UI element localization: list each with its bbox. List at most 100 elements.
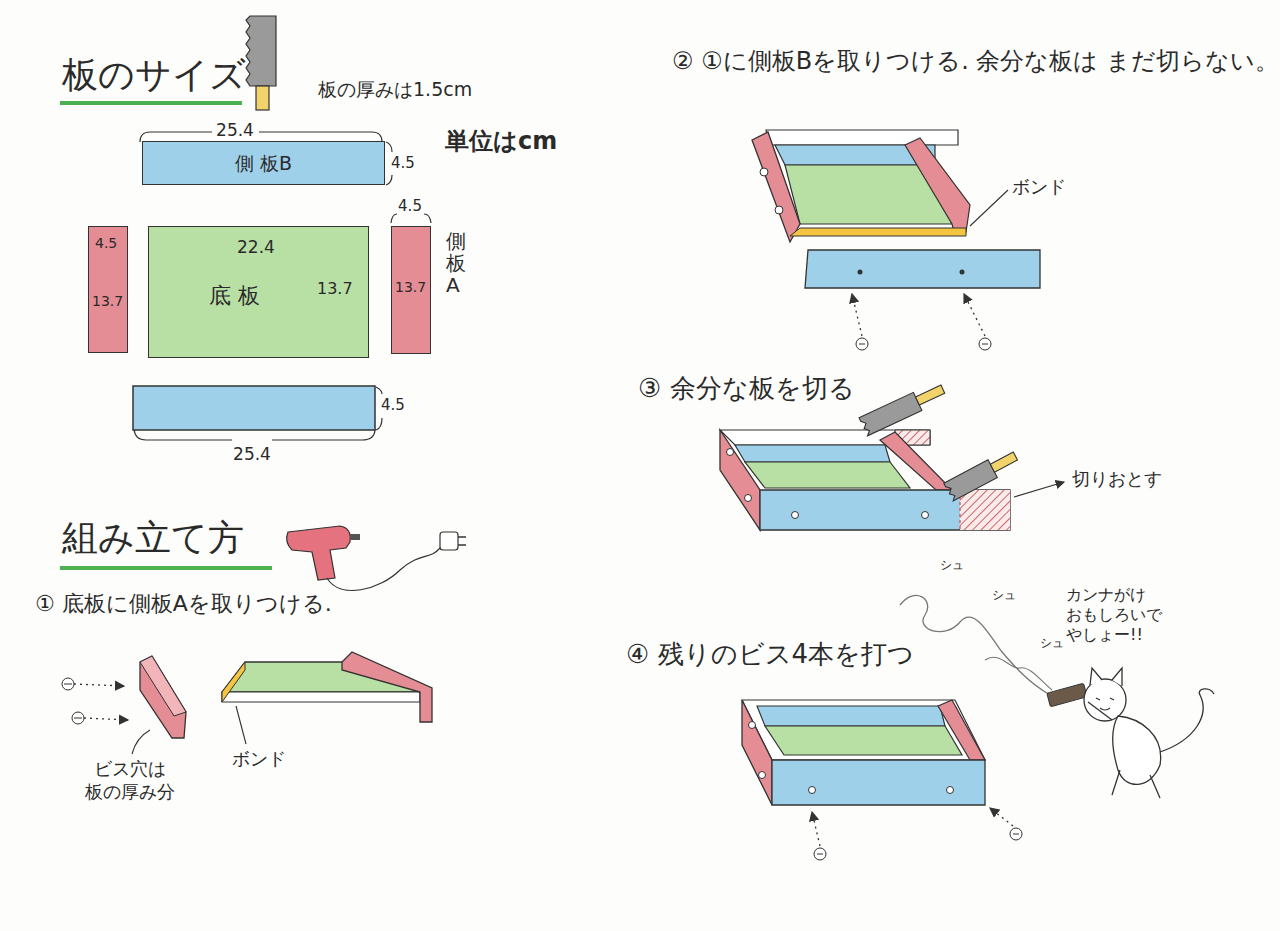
sketch-circle	[72, 712, 84, 724]
sketch-path	[287, 526, 351, 580]
sketch-rect	[133, 386, 375, 430]
sketch-circle	[1010, 828, 1022, 840]
speech-text: カンナがけ おもしろいで やしょー!!	[1066, 585, 1216, 645]
sketch-path	[745, 462, 910, 488]
sketch-path	[1090, 668, 1122, 686]
sketch-path	[859, 392, 922, 435]
sketch-path	[236, 706, 246, 744]
sketch-circle	[960, 270, 965, 275]
board-b: 側 板B	[142, 141, 385, 185]
sketch-path	[140, 656, 186, 738]
dimension: 25.4	[233, 444, 271, 465]
note: ビス穴は 板の厚み分	[55, 758, 205, 803]
sketch-circle	[759, 772, 766, 779]
sketch-circle	[727, 449, 734, 456]
sketch-rect	[1047, 683, 1087, 706]
sketch-line	[982, 344, 988, 345]
sketch-path	[742, 700, 772, 805]
sketch-line	[970, 190, 1008, 226]
sketch-circle	[814, 848, 826, 860]
sketch-line	[458, 536, 466, 538]
sketch-circle	[947, 787, 954, 794]
sketch-path	[766, 130, 958, 145]
sketch-rect	[350, 534, 360, 540]
board-name: 側 板B	[235, 152, 292, 175]
sketch-circle	[922, 512, 929, 519]
sketch-circle	[856, 338, 868, 350]
sketch-rect	[916, 385, 945, 405]
sketch-path	[391, 214, 431, 223]
dimension: 4.5	[398, 197, 422, 216]
sketch-path	[222, 662, 245, 702]
sketch-g	[287, 526, 466, 590]
sketch-path	[960, 490, 1010, 530]
dimension: 13.7	[395, 279, 426, 296]
sketch-line	[859, 344, 865, 345]
sketch-rect	[256, 86, 269, 110]
dimension: 4.5	[95, 235, 117, 252]
sketch-path	[900, 595, 1050, 695]
sketch-g	[752, 130, 1040, 350]
sketch-line	[84, 718, 128, 720]
dimension: 底 板	[209, 283, 260, 309]
sketch-g	[900, 595, 1214, 798]
sketch-g	[246, 16, 276, 110]
sketch-line	[64, 684, 72, 685]
dimension: 13.7	[92, 293, 123, 310]
sketch-path	[905, 138, 970, 232]
sketch-line	[1014, 482, 1064, 497]
sketch-circle	[979, 338, 991, 350]
dimension: 13.7	[317, 279, 353, 298]
callout: ボンド	[232, 748, 286, 771]
sketch-path	[720, 430, 760, 530]
callout: ボンド	[1012, 176, 1066, 199]
base-board: 22.4 底 板 13.7	[148, 226, 369, 358]
sketch-circle	[792, 512, 799, 519]
sketch-line	[812, 812, 820, 846]
board-a: 13.7	[391, 226, 431, 354]
sketch-path	[760, 490, 1010, 530]
sketch-g	[944, 448, 1020, 501]
sketch-g	[62, 652, 432, 754]
sketch-circle	[749, 722, 756, 729]
dimension: 25.4	[216, 120, 254, 141]
sketch-path	[132, 730, 150, 754]
sketch-path	[140, 656, 186, 716]
sketch-path	[805, 250, 1040, 288]
dimension: 22.4	[237, 237, 275, 257]
sketch-rect	[440, 532, 458, 550]
sketch-g	[859, 381, 947, 436]
sketch-rect	[990, 452, 1017, 472]
board-a: 4.5 13.7	[88, 226, 128, 353]
sketch-path	[1113, 716, 1161, 784]
dimension: 4.5	[391, 154, 415, 173]
sketch-circle	[62, 678, 74, 690]
page-title: 板のサイズ	[62, 52, 246, 97]
sketch-circle	[775, 206, 783, 214]
part-name: 側板A	[446, 230, 466, 296]
step-text: ④ 残りのビス4本を打つ	[626, 638, 914, 671]
dimension: 4.5	[381, 396, 405, 415]
sketch-path	[757, 706, 945, 726]
sketch-path	[246, 16, 276, 86]
section-heading: 組み立て方	[62, 515, 244, 560]
sketch-path	[880, 432, 952, 490]
sketch-line	[74, 718, 82, 719]
sketch-path	[327, 548, 440, 590]
sketch-path	[1096, 698, 1114, 710]
note: 板の厚みは1.5cm	[318, 78, 472, 102]
sketch-path	[765, 726, 962, 755]
sketch-line	[990, 808, 1013, 826]
step-text: ① 底板に側板Aを取りつける.	[35, 590, 332, 618]
sketch-path	[1088, 702, 1160, 798]
sketch-line	[74, 684, 124, 686]
sketch-path	[222, 692, 420, 702]
sketch-path	[742, 700, 985, 760]
sketch-path	[790, 228, 966, 236]
sketch-path	[772, 760, 985, 805]
sketch-circle	[858, 270, 863, 275]
sketch-line	[852, 294, 862, 336]
sketch-path	[735, 445, 890, 462]
sketch-path	[938, 700, 985, 760]
